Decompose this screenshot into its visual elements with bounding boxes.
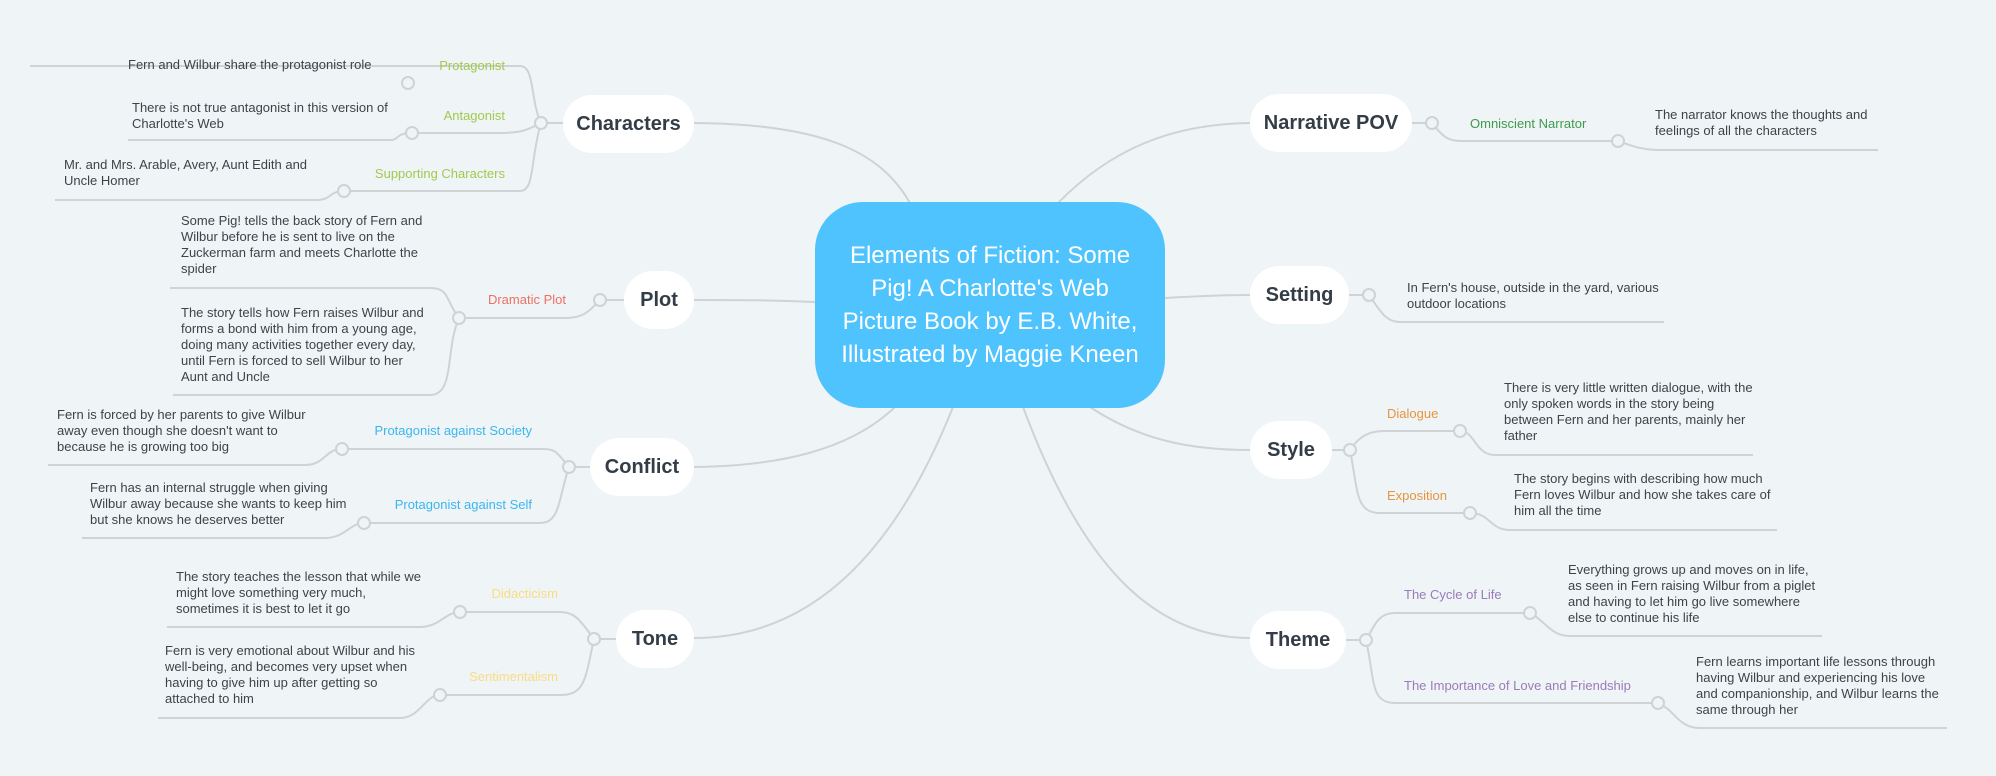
subtopic-sentimentalism[interactable]: Sentimentalism <box>469 669 558 684</box>
subtopic-protagonist-against-self[interactable]: Protagonist against Self <box>394 497 532 512</box>
leaf-conflict-society[interactable]: Fern is forced by her parents to give Wi… <box>57 407 306 454</box>
subtopic-exposition[interactable]: Exposition <box>1387 488 1447 503</box>
subtopic-dialogue[interactable]: Dialogue <box>1387 406 1439 421</box>
topic-conflict[interactable]: Conflict <box>590 438 694 496</box>
leaf-style-dialogue[interactable]: There is very little written dialogue, w… <box>1504 380 1753 443</box>
leaf-plot-bond[interactable]: The story tells how Fern raises Wilbur a… <box>181 305 424 384</box>
leaf-theme-love[interactable]: Fern learns important life lessons throu… <box>1696 654 1939 717</box>
subtopic-didacticism[interactable]: Didacticism <box>491 586 558 601</box>
leaf-setting[interactable]: In Fern's house, outside in the yard, va… <box>1407 280 1659 311</box>
node-dot <box>534 116 548 130</box>
link-root-narrative <box>1057 122 1251 204</box>
central-topic[interactable]: Elements of Fiction: Some Pig! A Charlot… <box>815 202 1165 408</box>
link-root-setting <box>1164 294 1251 299</box>
topic-style[interactable]: Style <box>1250 421 1332 479</box>
topic-setting[interactable]: Setting <box>1250 266 1349 324</box>
topic-tone[interactable]: Tone <box>616 610 694 668</box>
leaf-conflict-self[interactable]: Fern has an internal struggle when givin… <box>90 480 347 527</box>
leaf-theme-cycle[interactable]: Everything grows up and moves on in life… <box>1568 562 1816 625</box>
leaf-tone-sentimentalism[interactable]: Fern is very emotional about Wilbur and … <box>165 643 416 706</box>
subtopic-protagonist-against-society[interactable]: Protagonist against Society <box>374 423 532 438</box>
subtopic-cycle-of-life[interactable]: The Cycle of Life <box>1404 587 1502 602</box>
leaf-tone-didacticism[interactable]: The story teaches the lesson that while … <box>176 569 421 616</box>
leaf-plot-backstory[interactable]: Some Pig! tells the back story of Fern a… <box>181 213 423 276</box>
leaf-antagonist[interactable]: There is not true antagonist in this ver… <box>132 100 388 131</box>
topic-theme[interactable]: Theme <box>1250 611 1346 669</box>
leaf-narrative[interactable]: The narrator knows the thoughts and feel… <box>1655 107 1868 138</box>
subtopic-antagonist[interactable]: Antagonist <box>443 108 505 123</box>
topic-narrative-pov[interactable]: Narrative POV <box>1250 94 1412 152</box>
topic-plot[interactable]: Plot <box>624 271 694 329</box>
topic-characters[interactable]: Characters <box>563 95 694 153</box>
link-root-tone <box>693 406 954 639</box>
link-root-characters <box>693 122 911 204</box>
link-root-style <box>1089 406 1251 451</box>
link-root-conflict <box>693 406 896 468</box>
leaf-style-exposition[interactable]: The story begins with describing how muc… <box>1514 471 1771 518</box>
subtopic-dramatic-plot[interactable]: Dramatic Plot <box>487 292 566 307</box>
leaf-protagonist[interactable]: Fern and Wilbur share the protagonist ro… <box>128 57 372 72</box>
subtopic-supporting-characters[interactable]: Supporting Characters <box>374 166 505 181</box>
leaf-supporting-characters[interactable]: Mr. and Mrs. Arable, Avery, Aunt Edith a… <box>64 157 308 188</box>
subtopic-protagonist[interactable]: Protagonist <box>439 58 505 73</box>
link-root-plot <box>693 299 816 303</box>
link-root-theme <box>1022 406 1251 639</box>
subtopic-omniscient-narrator[interactable]: Omniscient Narrator <box>1470 116 1587 131</box>
subtopic-love-and-friendship[interactable]: The Importance of Love and Friendship <box>1404 678 1631 693</box>
